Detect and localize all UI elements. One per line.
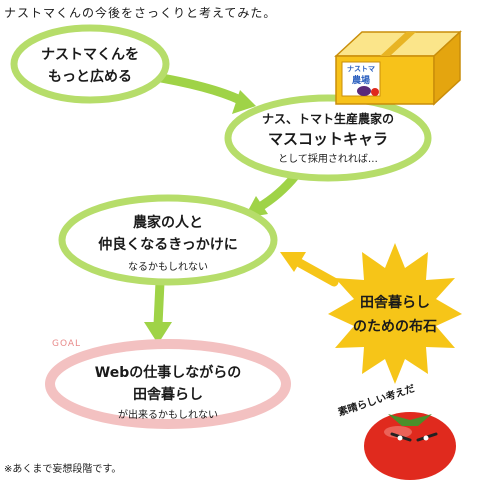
goal-node-line1: Webの仕事しながらの [94,365,242,381]
arrow-start-to-mascot [145,71,256,114]
friends-node-line2: 仲良くなるきっかけに [98,237,238,253]
mascot-node-line2: マスコットキャラ [267,130,388,148]
country-line2: のための布石 [353,319,437,335]
start-node-ellipse [10,24,170,104]
country-starburst [328,243,462,384]
eggplant-icon [357,86,371,96]
friends-node-line3: なるかもしれない [128,262,208,273]
mascot-node-ellipse [224,94,432,182]
tomato-character-icon [364,412,456,480]
goal-node-line2: 田舎暮らし [133,387,203,403]
start-node-line1: ナストマくんを [41,47,139,63]
mascot-node-line1: ナス、トマト生産農家の [261,112,394,126]
arrow-country-to-friends [280,252,339,287]
footnote: ※あくまで妄想段階です。 [4,464,122,475]
mascot-node-line3: として採用されれば… [278,154,378,165]
mini-tomato-icon [371,88,379,96]
box-label-bottom: 農場 [351,76,370,86]
friends-node-ellipse [58,194,278,286]
friends-node-line1: 農家の人と [133,215,203,231]
goal-tag: GOAL [52,339,82,349]
page-title: ナストマくんの今後をさっくりと考えてみた。 [4,6,277,20]
start-node-line2: もっと広める [48,69,132,85]
arrow-friends-to-goal [144,277,172,344]
goal-node-ellipse [45,339,291,429]
goal-node-line3: が出来るかもしれない [118,410,218,421]
country-line1: 田舎暮らし [360,295,430,311]
box-label-top: ナストマ [347,65,375,73]
